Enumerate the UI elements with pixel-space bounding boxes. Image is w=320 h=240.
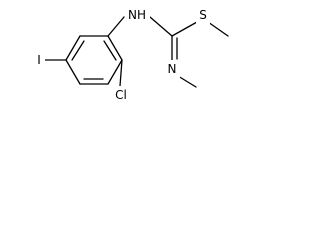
bond-ring-to-nh xyxy=(107,16,125,37)
bond-ring-to-chlorine xyxy=(119,59,123,87)
bond-imine-n-to-methyl xyxy=(177,75,197,88)
atom-sulfur: S xyxy=(196,6,210,24)
ring-bond-c1-c2 xyxy=(107,35,123,61)
atom-nh: NH xyxy=(126,5,150,23)
ring-bond-c4-c5 xyxy=(65,59,81,85)
ring-double-bond-inner-3 xyxy=(71,40,85,61)
atom-label-i: I xyxy=(37,53,41,67)
atom-chlorine: Cl xyxy=(108,86,134,104)
ring-bond-c2-c3 xyxy=(107,59,123,85)
atom-label-cl: Cl xyxy=(115,88,127,102)
benzene-ring xyxy=(65,35,123,85)
chemical-structure-diagram: NH S N Cl I xyxy=(33,5,229,104)
bond-sulfur-to-methyl xyxy=(207,21,229,37)
ring-bond-c5-c6 xyxy=(65,35,81,61)
atom-iodine: I xyxy=(33,52,45,68)
atom-imine-nitrogen: N xyxy=(164,60,180,78)
bond-nh-to-central-carbon xyxy=(149,16,173,37)
ring-double-bond-inner-1 xyxy=(103,40,117,61)
bond-carbon-to-sulfur xyxy=(171,21,198,37)
atom-label-nh: NH xyxy=(128,8,146,22)
atom-label-n: N xyxy=(168,62,177,76)
atom-label-s: S xyxy=(199,8,207,22)
